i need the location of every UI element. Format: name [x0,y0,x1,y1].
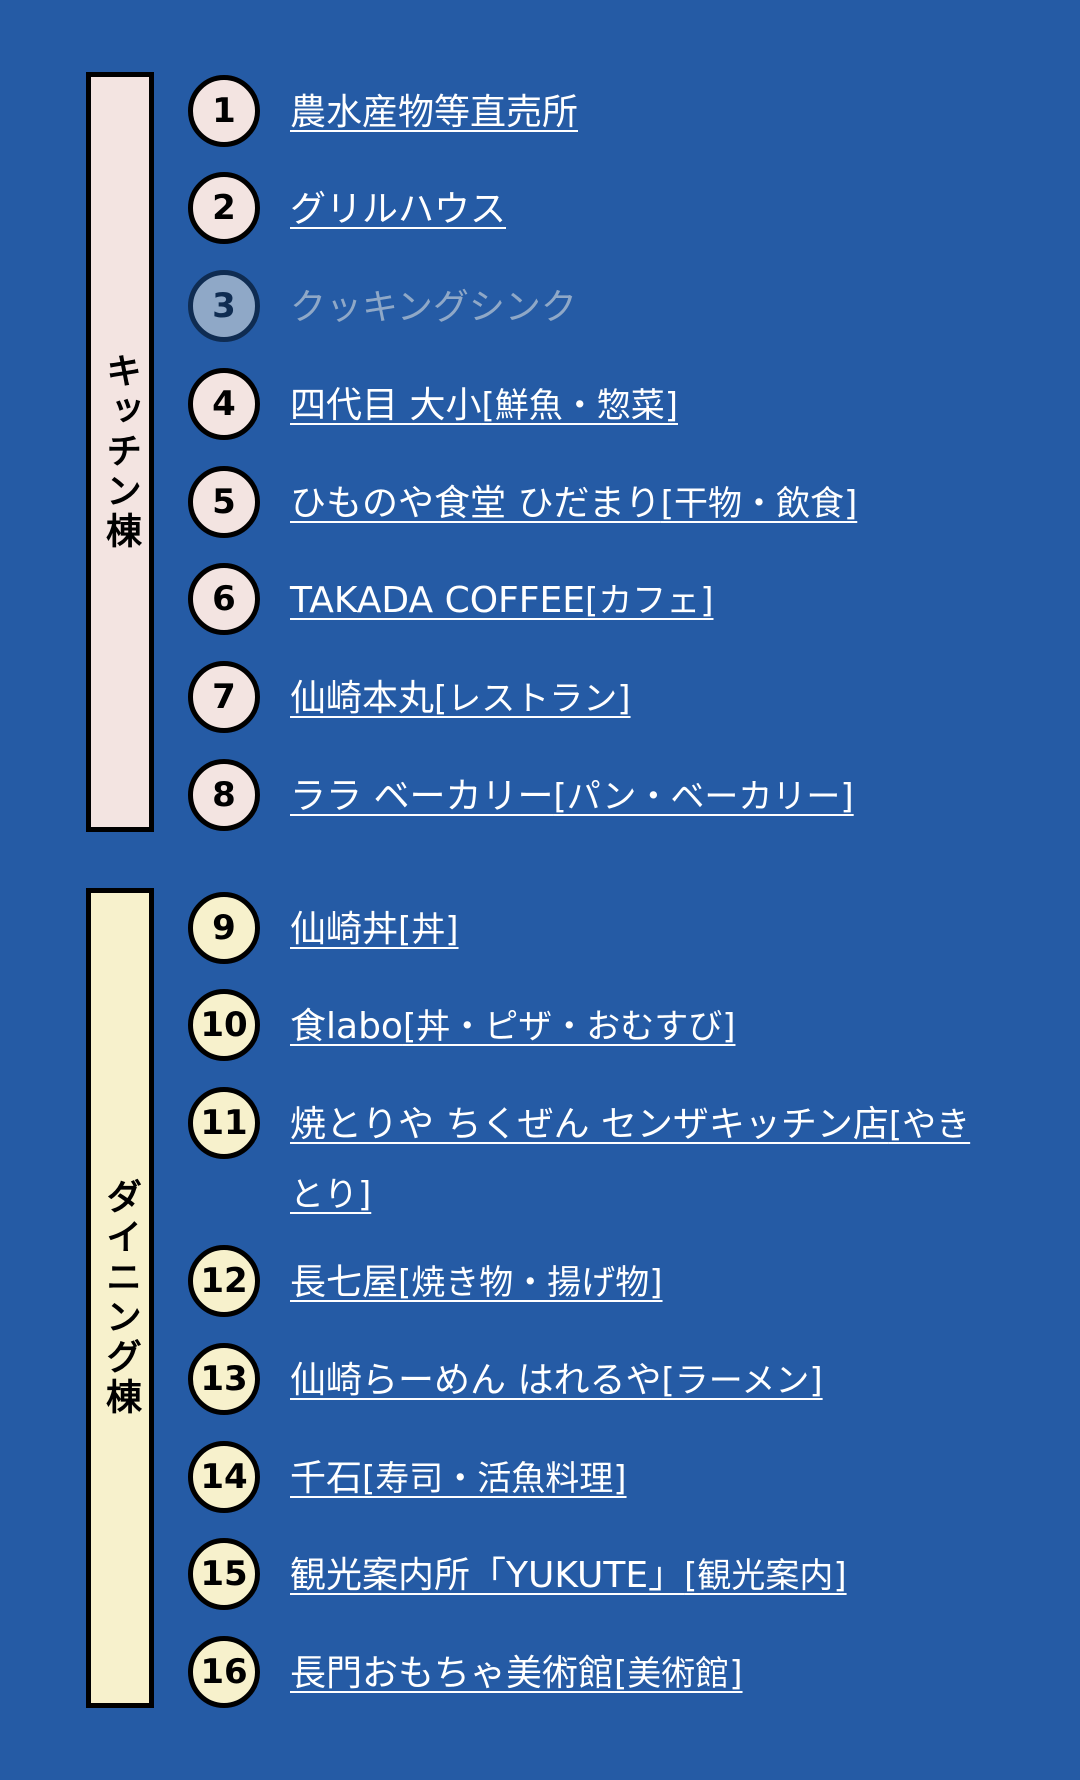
item-link[interactable]: 千石[寿司・活魚料理] [290,1458,627,1499]
item-link[interactable]: TAKADA COFFEE[カフェ] [290,580,714,621]
item-link[interactable]: 四代目 大小[鮮魚・惣菜] [290,385,678,426]
item-label-disabled: クッキングシンク [290,287,577,328]
item-link[interactable]: 焼とりや ちくぜん センザキッチン店[やきとり] [290,1104,971,1215]
section-label-dining: ダイニング棟 [86,888,154,1708]
item-link[interactable]: 仙崎本丸[レストラン] [290,678,631,719]
item-number-badge: 5 [188,466,260,538]
item-link[interactable]: ひものや食堂 ひだまり[干物・飲食] [290,483,858,524]
item-link[interactable]: 観光案内所「YUKUTE」[観光案内] [290,1555,847,1596]
item-link[interactable]: 農水産物等直売所 [290,92,579,133]
item-number-badge: 7 [188,661,260,733]
item-number-badge: 9 [188,892,260,964]
item-number-badge: 4 [188,368,260,440]
item-number-badge: 11 [188,1087,260,1159]
item-number-badge: 16 [188,1636,260,1708]
item-number-badge: 8 [188,759,260,831]
item-number-badge: 6 [188,563,260,635]
item-number-badge: 2 [188,172,260,244]
item-link[interactable]: ララ ベーカリー[パン・ベーカリー] [290,776,854,817]
item-number-badge: 10 [188,989,260,1061]
section-label-kitchen: キッチン棟 [86,72,154,832]
item-number-badge: 15 [188,1538,260,1610]
item-link[interactable]: 仙崎丼[丼] [290,909,459,950]
item-link[interactable]: 長七屋[焼き物・揚げ物] [290,1262,663,1303]
item-link[interactable]: 仙崎らーめん はれるや[ラーメン] [290,1360,823,1401]
item-number-badge: 1 [188,75,260,147]
section-title-kitchen: キッチン棟 [100,352,141,552]
item-number-badge: 13 [188,1343,260,1415]
item-link[interactable]: グリルハウス [290,189,507,230]
item-link[interactable]: 食labo[丼・ピザ・おむすび] [290,1006,736,1047]
section-title-dining: ダイニング棟 [100,1178,141,1418]
item-number-badge: 3 [188,270,260,342]
item-link[interactable]: 長門おもちゃ美術館[美術館] [290,1653,743,1694]
item-number-badge: 14 [188,1441,260,1513]
item-number-badge: 12 [188,1245,260,1317]
